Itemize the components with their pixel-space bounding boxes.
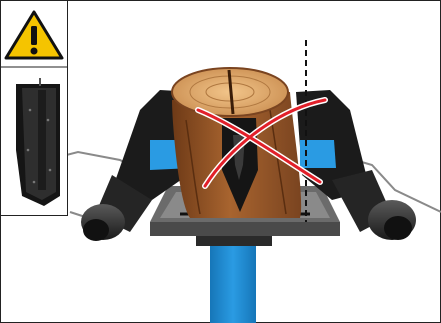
wedge-blade-icon: [16, 78, 60, 206]
